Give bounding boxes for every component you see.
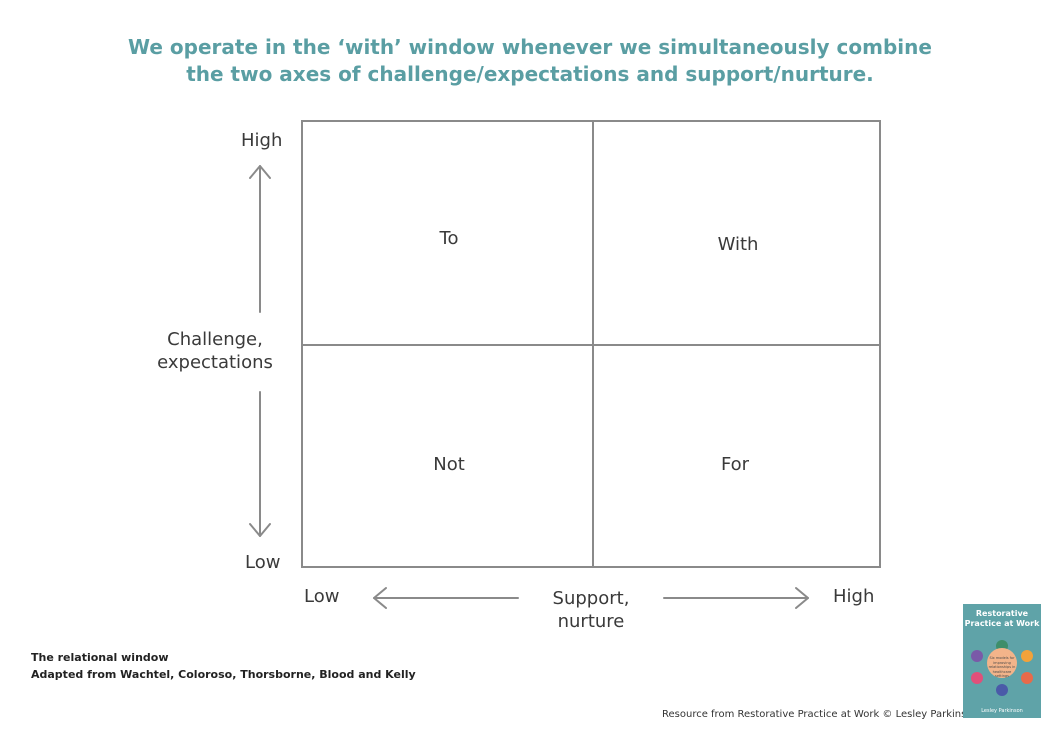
title-line-1: We operate in the ‘with’ window whenever…	[128, 35, 932, 59]
book-cover-hexagon-icon	[1021, 650, 1033, 662]
relational-window-grid: To With Not For	[301, 120, 881, 568]
book-title-line-2: Practice at Work	[964, 619, 1040, 628]
y-axis-title-line-1: Challenge,	[167, 329, 263, 350]
up-arrow-head-icon	[249, 165, 271, 179]
quadrant-for: For	[720, 454, 750, 475]
book-cover-subtitle: Six models for improving relationships i…	[987, 648, 1017, 678]
x-axis-high-label: High	[833, 586, 875, 607]
book-cover-hexagon-icon	[971, 672, 983, 684]
book-cover-hexagon-icon	[996, 684, 1008, 696]
x-axis-title-line-1: Support,	[552, 588, 630, 609]
x-axis-low-label: Low	[304, 586, 340, 607]
y-axis-high-label: High	[241, 130, 283, 151]
resource-credit: Resource from Restorative Practice at Wo…	[662, 709, 979, 720]
book-title-line-1: Restorative	[975, 609, 1029, 618]
title-line-2: the two axes of challenge/expectations a…	[186, 62, 874, 86]
caption-title: The relational window	[31, 651, 169, 664]
y-axis-low-label: Low	[245, 552, 281, 573]
quadrant-to: To	[439, 228, 459, 249]
book-cover-hexagon-icon	[1021, 672, 1033, 684]
y-axis-title: Challenge, expectations	[148, 328, 282, 374]
x-axis-title-line-2: nurture	[557, 611, 625, 632]
book-cover-hexagon-icon	[971, 650, 983, 662]
book-cover-author: Lesley Parkinson	[981, 708, 1023, 714]
page-title: We operate in the ‘with’ window whenever…	[0, 34, 1060, 88]
quadrant-with: With	[717, 234, 759, 255]
left-arrow-head-icon	[373, 587, 387, 609]
book-cover-title: Restorative Practice at Work	[963, 609, 1041, 629]
right-arrow-head-icon	[795, 587, 809, 609]
x-axis-title: Support, nurture	[530, 587, 652, 633]
book-cover-image: Restorative Practice at Work Six models …	[963, 604, 1041, 718]
down-arrow-head-icon	[249, 523, 271, 537]
horizontal-divider	[303, 344, 879, 346]
caption-source: Adapted from Wachtel, Coloroso, Thorsbor…	[31, 668, 416, 681]
quadrant-not: Not	[433, 454, 465, 475]
y-axis-title-line-2: expectations	[157, 352, 273, 373]
